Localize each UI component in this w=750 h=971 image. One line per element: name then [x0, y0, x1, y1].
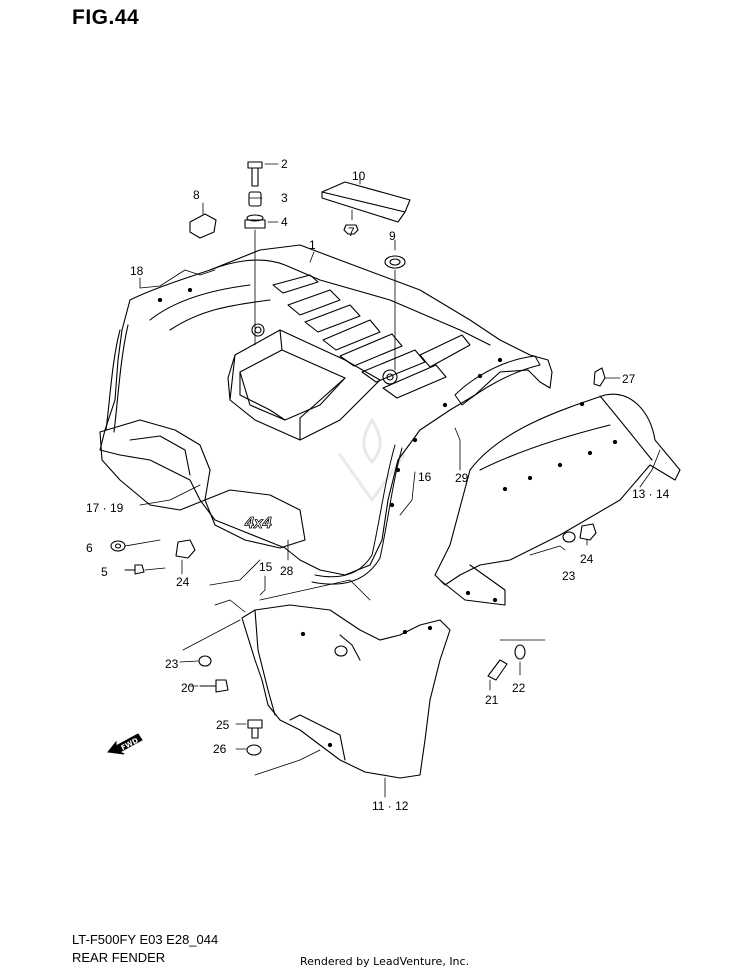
callout-23-right: 23	[562, 569, 576, 583]
rear-fender-body: 4x4	[99, 244, 553, 576]
mudflap-lower-edge	[439, 564, 506, 606]
callout-25: 25	[216, 718, 230, 732]
callout-1: 1	[309, 238, 316, 252]
callout-18: 18	[130, 264, 144, 278]
leader-lines	[124, 163, 661, 798]
seal-strip-16	[314, 444, 396, 578]
callout-7: 7	[348, 225, 355, 239]
callout-5: 5	[101, 565, 108, 579]
section-title: REAR FENDER	[72, 950, 166, 965]
callout-11-12: 11 · 12	[372, 799, 409, 813]
rear-mudflap	[434, 393, 681, 603]
seal-strip-16-inner	[311, 447, 403, 585]
callout-6: 6	[86, 541, 93, 555]
callout-24-right: 24	[580, 552, 594, 566]
callout-26: 26	[213, 742, 227, 756]
callout-29: 29	[455, 471, 469, 485]
watermark-logo-icon	[338, 418, 406, 502]
seal-strip-29	[454, 355, 541, 406]
callout-4: 4	[281, 215, 288, 229]
inner-mudguard	[241, 604, 451, 779]
callout-23-lower: 23	[165, 657, 179, 671]
callout-16: 16	[418, 470, 432, 484]
callout-13-14: 13 · 14	[632, 487, 670, 501]
render-credit: Rendered by LeadVenture, Inc.	[300, 955, 470, 968]
callout-21: 21	[485, 693, 499, 707]
callout-labels: 2 3 4 8 10 7 9 1 18 27 16 29 13 · 14 17 …	[86, 157, 670, 813]
callout-22: 22	[512, 681, 526, 695]
emblem-4x4-icon: 4x4	[244, 515, 272, 532]
callout-17-19: 17 · 19	[86, 501, 124, 515]
callout-8: 8	[193, 188, 200, 202]
figure-title: FIG.44	[72, 6, 140, 29]
callout-15: 15	[259, 560, 273, 574]
model-code: LT-F500FY E03 E28_044	[72, 932, 219, 947]
callout-10: 10	[352, 169, 366, 183]
hardware	[110, 161, 606, 756]
callout-3: 3	[281, 191, 288, 205]
callout-24-left: 24	[176, 575, 190, 589]
callout-28: 28	[280, 564, 294, 578]
fwd-label: FWD	[120, 736, 140, 752]
callout-2: 2	[281, 157, 288, 171]
callout-27: 27	[622, 372, 636, 386]
callout-20: 20	[181, 681, 195, 695]
fwd-arrow-icon: FWD	[107, 733, 143, 755]
callout-9: 9	[389, 229, 396, 243]
